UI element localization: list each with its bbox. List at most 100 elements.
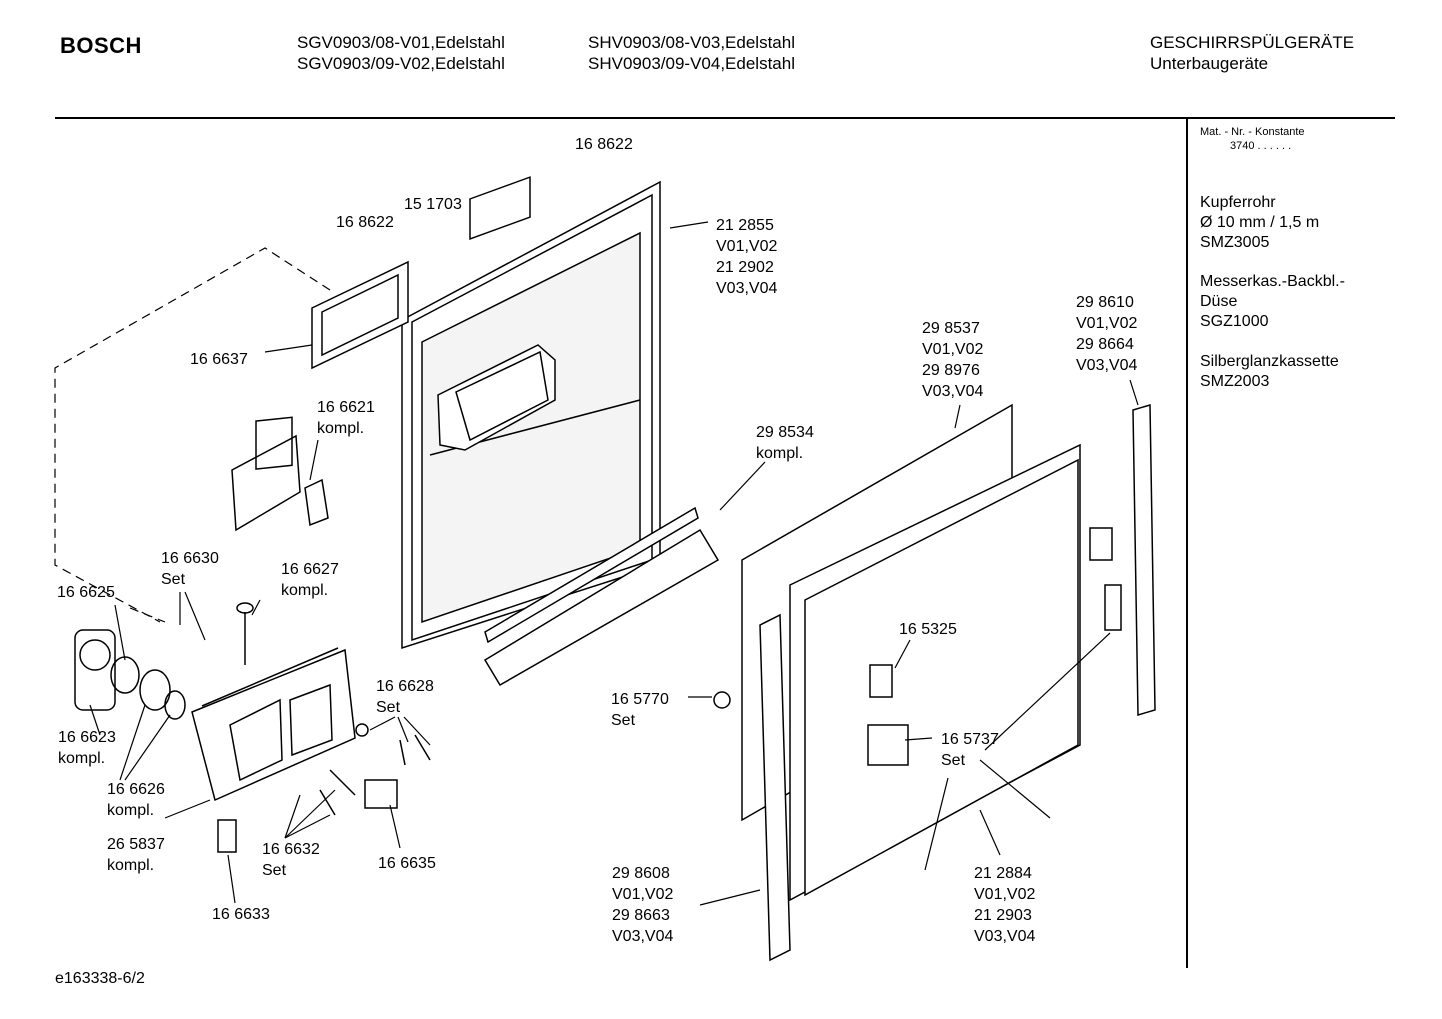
model-line: SHV0903/09-V04,Edelstahl <box>588 54 795 73</box>
part-number: 16 6625 <box>57 584 115 601</box>
part-number: 29 8537 <box>922 320 980 337</box>
dashed-link <box>129 607 166 623</box>
part-label: 29 8534 kompl. <box>756 422 814 464</box>
model-list-1: SGV0903/08-V01,Edelstahl SGV0903/09-V02,… <box>297 32 505 74</box>
part-number: 16 6633 <box>212 906 270 923</box>
part-number: 16 6630 <box>161 550 219 567</box>
brand-logo: BOSCH <box>60 33 142 58</box>
part-label: 29 8537 V01,V02 29 8976 V03,V04 <box>922 318 983 402</box>
part-label: 16 5325 <box>899 619 957 640</box>
part-variant: V03,V04 <box>1076 357 1138 374</box>
part-number: 16 5737 <box>941 731 999 748</box>
part-label: 16 6637 <box>190 349 248 370</box>
part-label: 16 8622 <box>336 212 394 233</box>
part-note: kompl. <box>107 802 155 819</box>
part-note: Set <box>262 862 287 879</box>
sidebar-item: Messerkas.-Backbl.- Düse SGZ1000 <box>1200 272 1345 332</box>
part-label: 16 6628 Set <box>376 676 434 718</box>
part-number: 26 5837 <box>107 836 165 853</box>
part-number: 16 6627 <box>281 561 339 578</box>
sidebar-item-line: SMZ3005 <box>1200 234 1270 251</box>
part-number: 15 1703 <box>404 196 462 213</box>
model-list-2: SHV0903/08-V03,Edelstahl SHV0903/09-V04,… <box>588 32 795 74</box>
part-note: kompl. <box>107 857 155 874</box>
part-label: 16 6633 <box>212 904 270 925</box>
side-strip-right <box>1132 404 1156 716</box>
small-parts <box>217 723 431 853</box>
sidebar-item-line: Messerkas.-Backbl.- <box>1200 273 1345 290</box>
lower-strip <box>483 506 720 687</box>
part-label: 21 2855 V01,V02 21 2902 V03,V04 <box>716 215 777 299</box>
dispenser-cover <box>231 416 329 532</box>
gasket-frame <box>311 260 409 370</box>
part-variant: V01,V02 <box>1076 315 1138 332</box>
dispenser-body <box>191 647 356 802</box>
part-label: 16 6630 Set <box>161 548 219 590</box>
sidebar-item-line: Kupferrohr <box>1200 194 1276 211</box>
sidebar-item-line: SMZ2003 <box>1200 373 1270 390</box>
part-label: 16 6623 kompl. <box>58 727 116 769</box>
part-label: 16 6635 <box>378 853 436 874</box>
part-label: 29 8610 V01,V02 29 8664 V03,V04 <box>1076 292 1137 376</box>
part-label: 29 8608 V01,V02 29 8663 V03,V04 <box>612 863 673 947</box>
part-number: 16 6635 <box>378 855 436 872</box>
model-line: SGV0903/09-V02,Edelstahl <box>297 54 505 73</box>
sidebar-item-line: Silberglanzkassette <box>1200 353 1339 370</box>
part-number: 16 6628 <box>376 678 434 695</box>
side-strip-left <box>759 613 791 962</box>
drawing-id: e163338-6/2 <box>55 970 145 987</box>
part-number: 16 8622 <box>336 214 394 231</box>
bracket <box>867 724 909 766</box>
part-label: 21 2884 V01,V02 21 2903 V03,V04 <box>974 863 1035 947</box>
sidebar-item: Kupferrohr Ø 10 mm / 1,5 m SMZ3005 <box>1200 193 1319 253</box>
part-variant: V03,V04 <box>922 383 984 400</box>
part-number: 29 8663 <box>612 907 670 924</box>
leader-lines <box>89 221 1139 906</box>
part-label: 16 8622 <box>575 134 633 155</box>
part-number: 29 8976 <box>922 362 980 379</box>
part-label: 16 5770 Set <box>611 689 669 731</box>
part-number: 21 2884 <box>974 865 1032 882</box>
part-note: Set <box>376 699 401 716</box>
part-number: 21 2855 <box>716 217 774 234</box>
part-variant: V03,V04 <box>716 280 778 297</box>
sidebar-item: Silberglanzkassette SMZ2003 <box>1200 352 1339 392</box>
part-number: 21 2902 <box>716 259 774 276</box>
sidebar-constant: 3740 . . . . . . <box>1230 140 1292 152</box>
part-number: 16 5325 <box>899 621 957 638</box>
category-title: GESCHIRRSPÜLGERÄTE <box>1150 33 1355 52</box>
sidebar-item-line: SGZ1000 <box>1200 313 1269 330</box>
part-label: 16 6625 <box>57 582 115 603</box>
part-number: 29 8608 <box>612 865 670 882</box>
model-line: SHV0903/08-V03,Edelstahl <box>588 33 795 52</box>
model-line: SGV0903/08-V01,Edelstahl <box>297 33 505 52</box>
part-number: 16 8622 <box>575 136 633 153</box>
part-label: 26 5837 kompl. <box>107 834 165 876</box>
part-variant: V03,V04 <box>612 928 674 945</box>
part-variant: V01,V02 <box>922 341 984 358</box>
part-number: 29 8610 <box>1076 294 1134 311</box>
part-note: kompl. <box>58 750 106 767</box>
part-label: 16 6632 Set <box>262 839 320 881</box>
part-number: 16 6626 <box>107 781 165 798</box>
sidebar-item-line: Düse <box>1200 293 1238 310</box>
part-variant: V01,V02 <box>716 238 778 255</box>
part-number: 29 8534 <box>756 424 814 441</box>
dashed-link <box>54 247 331 623</box>
part-number: 21 2903 <box>974 907 1032 924</box>
sidebar-constant-block: Mat. - Nr. - Konstante 3740 . . . . . . <box>1200 125 1305 153</box>
part-note: Set <box>611 712 636 729</box>
part-variant: V01,V02 <box>974 886 1036 903</box>
knob-parts <box>74 602 254 720</box>
part-note: kompl. <box>756 445 804 462</box>
part-number: 16 6637 <box>190 351 248 368</box>
bracket <box>869 664 893 698</box>
inner-door-panel <box>401 176 661 650</box>
part-number: 16 5770 <box>611 691 669 708</box>
part-note: kompl. <box>317 420 365 437</box>
part-label: 16 6626 kompl. <box>107 779 165 821</box>
part-label: 16 6627 kompl. <box>281 559 339 601</box>
part-number: 16 6632 <box>262 841 320 858</box>
part-number: 16 6623 <box>58 729 116 746</box>
